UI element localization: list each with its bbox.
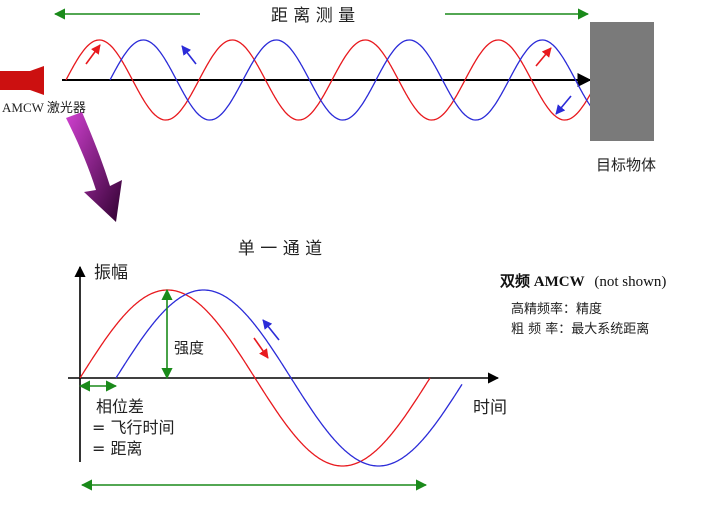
emitted-direction-arrow: [253, 337, 269, 359]
reflected-wave: [109, 39, 593, 121]
dual-title-bold: 双频 AMCW: [500, 272, 585, 290]
eq-distance: = 距离: [92, 439, 143, 458]
dual-title: 双频 AMCW (not shown): [500, 272, 666, 290]
reflect-direction-arrow-left: [181, 45, 197, 65]
distance-title: 距 离 测 量: [271, 6, 355, 26]
laser-label: AMCW 激光器: [2, 100, 86, 115]
emit-direction-arrow-left: [85, 44, 101, 65]
target-label: 目标物体: [596, 156, 656, 174]
transition-arrow: [66, 112, 122, 222]
dual-line-fine: 高精频率：精度: [511, 301, 602, 317]
received-signal: [115, 289, 463, 467]
dual-title-note: (not shown): [594, 274, 666, 290]
received-direction-arrow: [262, 319, 280, 341]
eq-time-of-flight: = 飞行时间: [92, 418, 175, 437]
channel-title: 单 一 通 道: [238, 239, 322, 259]
intensity-label: 强度: [174, 339, 204, 357]
emitted-signal: [79, 289, 431, 467]
phase-label: 相位差: [96, 397, 144, 416]
emit-direction-arrow-right: [535, 47, 552, 67]
laser-icon: [0, 66, 44, 95]
time-label: 时间: [473, 398, 507, 418]
target-object: [590, 22, 654, 141]
emitted-wave: [65, 39, 593, 121]
reflect-direction-arrow-right: [555, 95, 572, 115]
amplitude-label: 振幅: [94, 263, 128, 283]
dual-line-coarse: 粗 频 率：最大系统距离: [511, 321, 649, 337]
